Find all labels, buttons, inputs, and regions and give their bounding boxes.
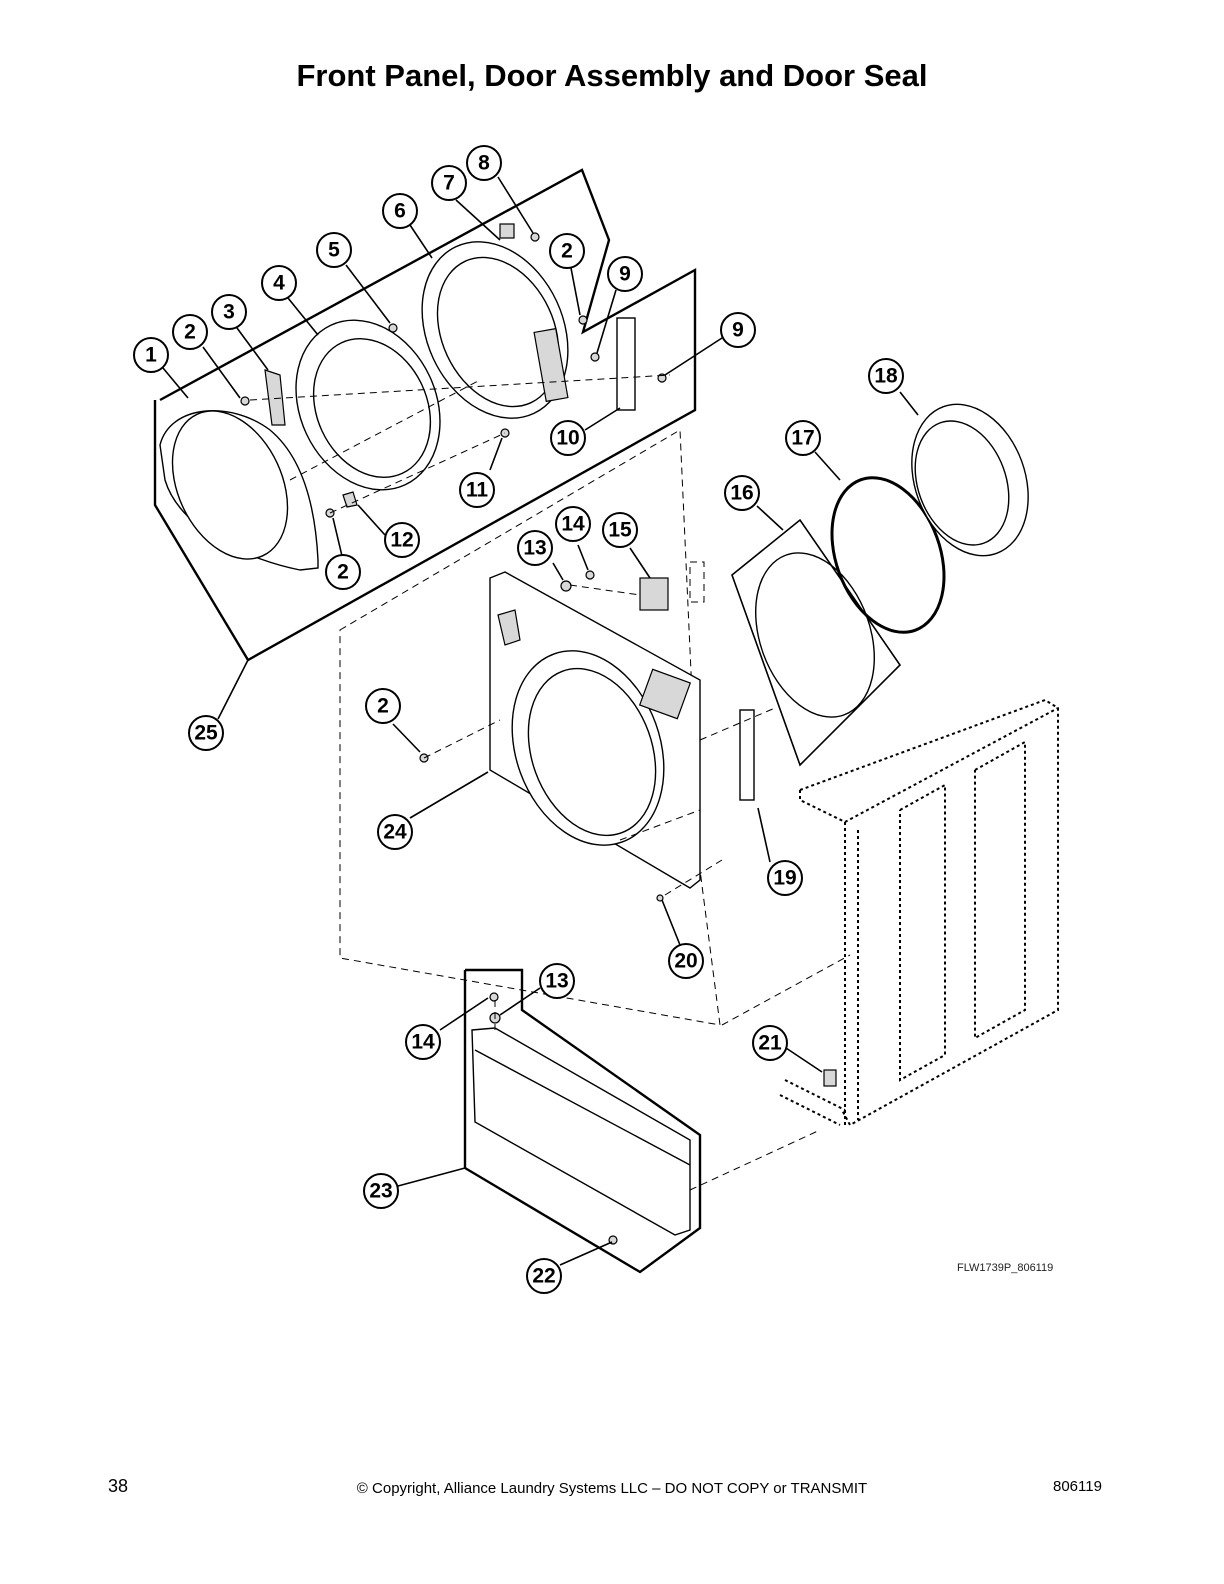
svg-text:22: 22 — [532, 1265, 555, 1288]
callout-24: 24 — [377, 814, 413, 850]
callout-13b: 13 — [539, 963, 575, 999]
callout-2d: 2 — [365, 688, 401, 724]
callout-16: 16 — [724, 475, 760, 511]
svg-text:6: 6 — [394, 200, 406, 223]
svg-text:7: 7 — [443, 172, 455, 195]
front-panel-part — [489, 571, 701, 889]
svg-text:4: 4 — [273, 272, 285, 295]
callout-7: 7 — [431, 165, 467, 201]
svg-text:10: 10 — [556, 427, 579, 450]
lower-panel-group-frame — [463, 968, 702, 1274]
callout-13: 13 — [517, 530, 553, 566]
svg-text:5: 5 — [328, 239, 340, 262]
svg-text:13: 13 — [545, 970, 568, 993]
svg-text:2: 2 — [561, 240, 573, 263]
door-inner-ring-part — [421, 241, 569, 419]
callout-5: 5 — [316, 232, 352, 268]
hinge-cover-part — [264, 369, 286, 426]
seal-clamp-part — [755, 552, 875, 718]
callout-22: 22 — [526, 1258, 562, 1294]
strike-bracket-part — [739, 709, 755, 801]
callout-4: 4 — [261, 265, 297, 301]
svg-text:19: 19 — [773, 867, 796, 890]
callout-12: 12 — [384, 522, 420, 558]
callouts: 1 2 3 4 5 6 7 8 2 9 9 10 11 12 2 13 14 1… — [133, 145, 904, 1294]
svg-text:12: 12 — [390, 529, 413, 552]
callout-20: 20 — [668, 943, 704, 979]
page-number: 38 — [108, 1476, 129, 1496]
door-glass-part — [295, 319, 441, 491]
svg-text:1: 1 — [145, 344, 157, 367]
figure-reference: FLW1739P_806119 — [957, 1262, 1054, 1274]
svg-text:16: 16 — [730, 482, 753, 505]
door-hinge-part — [616, 317, 636, 411]
svg-text:8: 8 — [478, 152, 490, 175]
svg-text:11: 11 — [466, 479, 489, 502]
callout-25: 25 — [188, 715, 224, 751]
callout-2c: 2 — [325, 554, 361, 590]
callout-18: 18 — [868, 358, 904, 394]
svg-text:2: 2 — [377, 695, 389, 718]
callout-3: 3 — [211, 294, 247, 330]
assembly-guide-lines — [249, 374, 851, 1191]
screws — [240, 232, 667, 1245]
callout-10: 10 — [550, 420, 586, 456]
callout-21: 21 — [752, 1025, 788, 1061]
callout-19: 19 — [767, 860, 803, 896]
svg-text:9: 9 — [732, 319, 744, 342]
callout-23: 23 — [363, 1173, 399, 1209]
svg-text:25: 25 — [194, 722, 218, 745]
svg-text:3: 3 — [223, 301, 235, 324]
callout-9a: 9 — [607, 256, 643, 292]
svg-text:13: 13 — [523, 537, 546, 560]
callout-6: 6 — [382, 193, 418, 229]
cabinet-outline — [779, 698, 1059, 1127]
callout-leaders — [162, 176, 919, 1266]
door-assembly-group-frame — [153, 168, 697, 662]
svg-text:21: 21 — [758, 1032, 782, 1055]
callout-17: 17 — [785, 420, 821, 456]
svg-text:14: 14 — [411, 1031, 435, 1054]
svg-text:17: 17 — [791, 427, 814, 450]
door-latch-part — [639, 577, 669, 611]
callout-14b: 14 — [405, 1024, 441, 1060]
svg-text:23: 23 — [369, 1180, 392, 1203]
front-panel-dashed-frame — [339, 429, 721, 1026]
lower-front-panel-part — [471, 1027, 691, 1236]
latch-bracket-part — [499, 223, 515, 239]
door-seal-part — [911, 403, 1029, 557]
svg-text:9: 9 — [619, 263, 631, 286]
seal-clamp-frame — [731, 518, 902, 767]
svg-text:15: 15 — [608, 519, 632, 542]
cabinet-clip-part — [823, 1069, 837, 1087]
callout-11: 11 — [459, 472, 495, 508]
svg-text:24: 24 — [383, 821, 407, 844]
callout-1: 1 — [133, 337, 169, 373]
callout-8: 8 — [466, 145, 502, 181]
svg-text:2: 2 — [184, 321, 196, 344]
callout-15: 15 — [602, 512, 638, 548]
door-outer-ring-part — [159, 410, 319, 571]
document-number: 806119 — [1053, 1478, 1102, 1495]
svg-text:14: 14 — [561, 513, 585, 536]
svg-text:20: 20 — [674, 950, 697, 973]
page-title: Front Panel, Door Assembly and Door Seal — [296, 58, 928, 93]
svg-text:18: 18 — [874, 365, 898, 388]
callout-9b: 9 — [720, 312, 756, 348]
callout-2b: 2 — [549, 233, 585, 269]
copyright-notice: © Copyright, Alliance Laundry Systems LL… — [356, 1480, 868, 1497]
svg-text:2: 2 — [337, 561, 349, 584]
callout-2: 2 — [172, 314, 208, 350]
callout-14: 14 — [555, 506, 591, 542]
clamp-ring-part — [830, 476, 946, 634]
